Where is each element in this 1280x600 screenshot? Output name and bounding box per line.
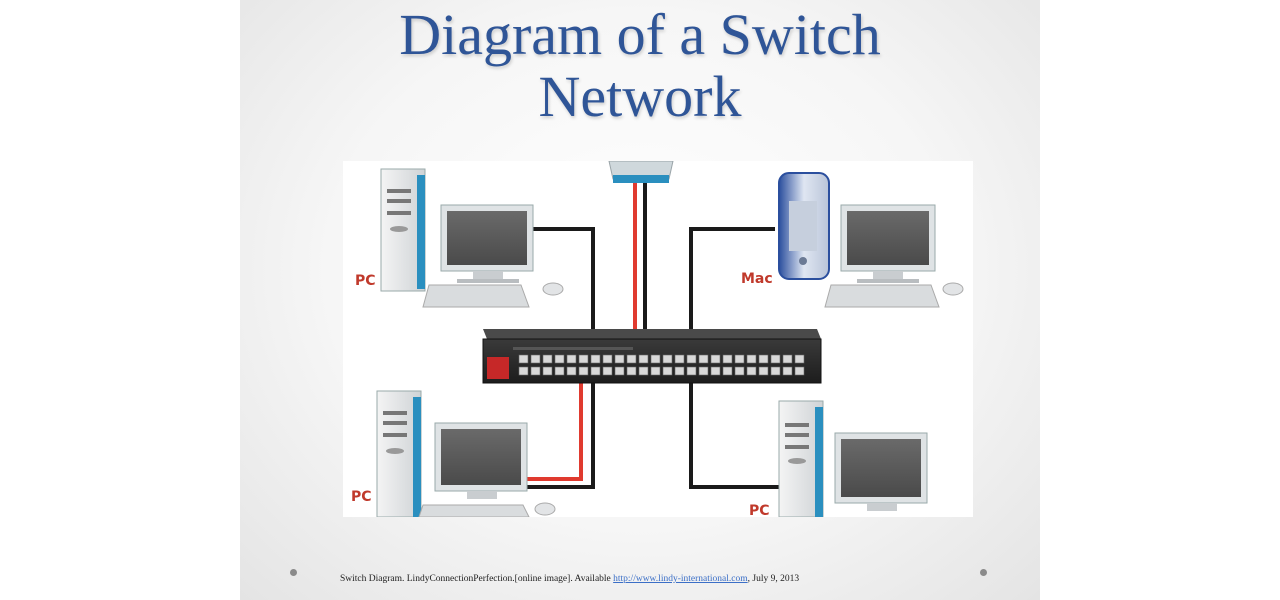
switch-port bbox=[650, 354, 661, 364]
monitor-icon bbox=[434, 422, 528, 499]
cable-bottom-left-red bbox=[523, 381, 583, 481]
switch-port bbox=[626, 354, 637, 364]
monitor-icon bbox=[440, 204, 534, 283]
keyboard-icon bbox=[418, 502, 556, 517]
keyboard-icon bbox=[422, 282, 564, 308]
switch-port bbox=[590, 354, 601, 364]
switch-port bbox=[662, 354, 673, 364]
bullet-right bbox=[980, 569, 987, 576]
mac-tower-icon bbox=[778, 172, 830, 280]
switch-port bbox=[530, 354, 541, 364]
citation-text: Switch Diagram. LindyConnectionPerfectio… bbox=[340, 574, 614, 584]
switch-port bbox=[566, 354, 577, 364]
citation-link[interactable]: http://www.lindy-international.com bbox=[613, 574, 748, 584]
switch-port bbox=[794, 354, 805, 364]
label-pc-bottom-left: PC bbox=[351, 489, 372, 505]
switch-port bbox=[542, 354, 553, 364]
switch-port bbox=[782, 354, 793, 364]
switch-port bbox=[530, 366, 541, 376]
tower-icon bbox=[380, 168, 426, 292]
switch-port bbox=[554, 366, 565, 376]
switch-port bbox=[794, 366, 805, 376]
uplink-device-icon bbox=[608, 161, 674, 183]
switch-port bbox=[734, 366, 745, 376]
switch-port bbox=[518, 354, 529, 364]
citation-date: , July 9, 2013 bbox=[747, 574, 800, 584]
switch-port bbox=[698, 354, 709, 364]
image-citation: Switch Diagram. LindyConnectionPerfectio… bbox=[340, 574, 799, 584]
label-pc-top-left: PC bbox=[355, 273, 376, 289]
switch-port bbox=[638, 354, 649, 364]
switch-port bbox=[614, 366, 625, 376]
cables bbox=[523, 161, 779, 489]
slide-title: Diagram of a Switch Network bbox=[240, 4, 1040, 128]
switch-port bbox=[746, 366, 757, 376]
slide: Diagram of a Switch Network bbox=[240, 0, 1040, 600]
switch-port bbox=[566, 366, 577, 376]
monitor-icon bbox=[840, 204, 936, 283]
switch-port bbox=[638, 366, 649, 376]
switch-port bbox=[674, 366, 685, 376]
switch-port bbox=[626, 366, 637, 376]
switch-port bbox=[542, 366, 553, 376]
bullet-left bbox=[290, 569, 297, 576]
switch-port bbox=[578, 354, 589, 364]
cable-top-right bbox=[689, 227, 775, 333]
switch-port bbox=[662, 366, 673, 376]
switch-port bbox=[614, 354, 625, 364]
switch-port bbox=[758, 354, 769, 364]
switch-port bbox=[518, 366, 529, 376]
switch-port bbox=[710, 366, 721, 376]
switch-port bbox=[650, 366, 661, 376]
switch-port bbox=[698, 366, 709, 376]
title-line-2: Network bbox=[538, 64, 742, 129]
switch-port bbox=[590, 366, 601, 376]
switch-port bbox=[734, 354, 745, 364]
switch-port bbox=[554, 354, 565, 364]
switch-port bbox=[758, 366, 769, 376]
title-line-1: Diagram of a Switch bbox=[399, 2, 881, 67]
switch-network-diagram: PC Mac bbox=[343, 161, 973, 517]
switch-port bbox=[746, 354, 757, 364]
switch-port bbox=[770, 354, 781, 364]
switch-port bbox=[722, 366, 733, 376]
cable-top-left bbox=[529, 227, 595, 333]
switch-port bbox=[602, 366, 613, 376]
switch-port bbox=[578, 366, 589, 376]
monitor-icon bbox=[834, 432, 928, 511]
switch-port bbox=[602, 354, 613, 364]
pc-bottom-right: PC bbox=[749, 400, 928, 517]
switch-port bbox=[686, 354, 697, 364]
tower-icon bbox=[376, 390, 422, 517]
tower-icon bbox=[778, 400, 824, 517]
pc-bottom-left: PC bbox=[351, 390, 556, 517]
keyboard-icon bbox=[824, 282, 964, 308]
switch-port bbox=[770, 366, 781, 376]
label-pc-bottom-right: PC bbox=[749, 503, 770, 517]
switch-port bbox=[674, 354, 685, 364]
label-mac-top-right: Mac bbox=[741, 271, 773, 287]
pc-top-left: PC bbox=[355, 168, 564, 308]
switch-port bbox=[686, 366, 697, 376]
mac-top-right: Mac bbox=[741, 172, 964, 308]
switch-port bbox=[722, 354, 733, 364]
cable-bottom-left bbox=[523, 381, 595, 489]
network-switch-icon bbox=[482, 329, 822, 384]
cable-bottom-right bbox=[689, 381, 779, 489]
switch-port bbox=[782, 366, 793, 376]
switch-port bbox=[710, 354, 721, 364]
